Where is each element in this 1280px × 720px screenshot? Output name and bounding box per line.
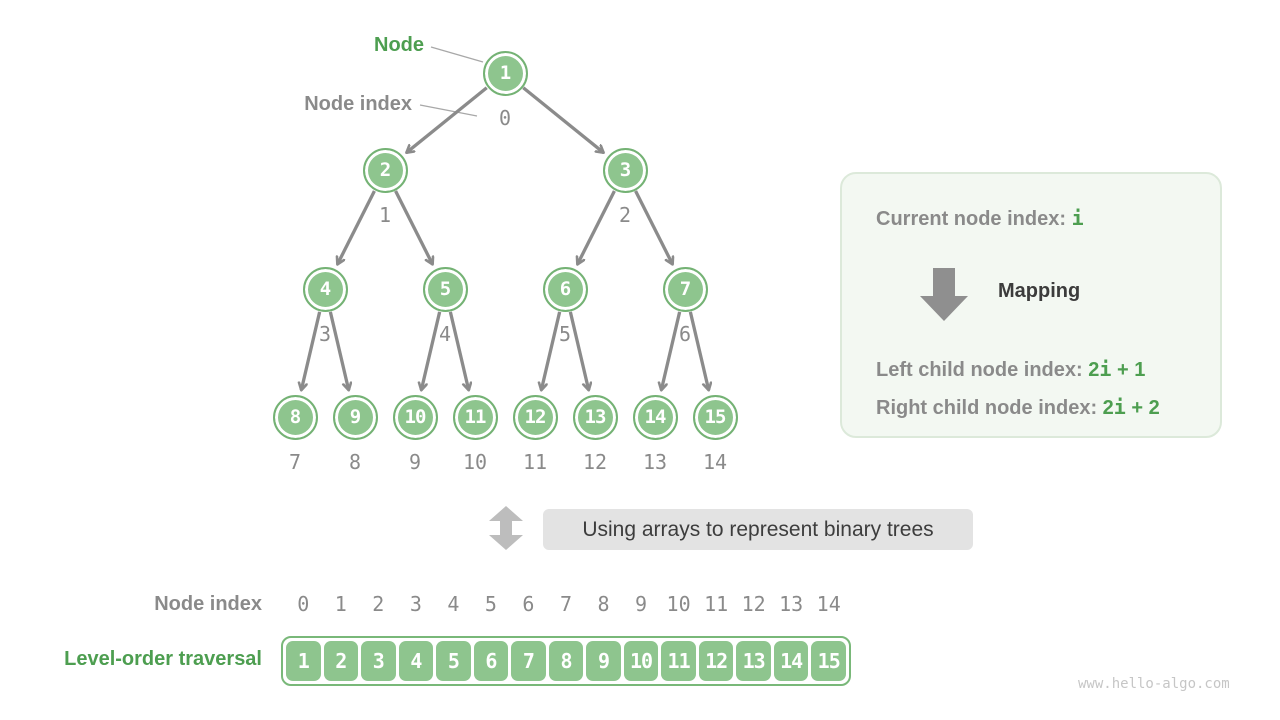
left-child-code: 2i + 1 bbox=[1088, 357, 1146, 381]
array-index-value: 6 bbox=[522, 592, 535, 616]
array-cell: 8 bbox=[548, 641, 584, 681]
tree-node-index-label: 5 bbox=[558, 322, 572, 346]
divider-caption: Using arrays to represent binary trees bbox=[543, 509, 973, 550]
array-cell: 2 bbox=[323, 641, 359, 681]
tree-edge bbox=[541, 311, 562, 390]
tree-edge bbox=[301, 311, 322, 390]
array-index-value: 2 bbox=[372, 592, 385, 616]
current-node-index-line: Current node index: i bbox=[876, 206, 1084, 230]
array-cell: 9 bbox=[586, 641, 621, 681]
tree-edge bbox=[406, 86, 488, 153]
tree-node-index-label: 8 bbox=[348, 450, 362, 474]
array-index-value: 4 bbox=[447, 592, 460, 616]
tree-edge bbox=[577, 190, 616, 264]
array-cell: 4 bbox=[398, 641, 434, 681]
tree-node-index-label: 0 bbox=[498, 106, 512, 130]
mapping-arrow-icon bbox=[933, 268, 955, 296]
array-index-value: 5 bbox=[484, 592, 497, 616]
node-label-leader-line bbox=[430, 46, 484, 63]
tree-node-index-label: 1 bbox=[378, 203, 392, 227]
tree-node: 7 bbox=[662, 266, 708, 312]
tree-edge bbox=[634, 190, 673, 264]
tree-node-index-label: 7 bbox=[288, 450, 302, 474]
tree-node: 15 bbox=[692, 394, 738, 440]
tree-node-index-label: 2 bbox=[618, 203, 632, 227]
tree-node: 8 bbox=[272, 394, 318, 440]
array-cell: 7 bbox=[511, 641, 546, 681]
array-index-value: 10 bbox=[666, 592, 691, 616]
array-index-value: 8 bbox=[597, 592, 610, 616]
array-cell: 13 bbox=[736, 641, 771, 681]
tree-node-index-label: 11 bbox=[522, 450, 548, 474]
node-callout-label: Node bbox=[374, 34, 424, 56]
tree-node-index-label: 3 bbox=[318, 322, 332, 346]
node-index-leader-line bbox=[419, 104, 478, 117]
array-index-value: 0 bbox=[297, 592, 310, 616]
tree-node-index-label: 6 bbox=[678, 322, 692, 346]
right-child-index-line: Right child node index: 2i + 2 bbox=[876, 395, 1160, 419]
array-cell: 11 bbox=[661, 641, 696, 681]
array-index-value: 1 bbox=[334, 592, 347, 616]
tree-node: 6 bbox=[542, 266, 588, 312]
tree-node: 2 bbox=[362, 147, 408, 193]
tree-node: 10 bbox=[392, 394, 438, 440]
left-child-index-line: Left child node index: 2i + 1 bbox=[876, 357, 1146, 381]
current-index-code: i bbox=[1071, 206, 1084, 230]
tree-edge bbox=[688, 311, 708, 390]
tree-edge bbox=[421, 311, 442, 390]
tree-node: 14 bbox=[632, 394, 678, 440]
array-cell: 1 bbox=[286, 641, 321, 681]
tree-node-index-label: 4 bbox=[438, 322, 452, 346]
tree-node-index-label: 9 bbox=[408, 450, 422, 474]
tree-node: 9 bbox=[332, 394, 378, 440]
array-index-value: 13 bbox=[779, 592, 804, 616]
tree-node: 13 bbox=[572, 394, 618, 440]
tree-edge bbox=[448, 311, 468, 390]
array-cell: 14 bbox=[773, 641, 809, 681]
mapping-label: Mapping bbox=[998, 280, 1081, 302]
array-cell: 12 bbox=[698, 641, 734, 681]
array-index-value: 3 bbox=[409, 592, 422, 616]
watermark: www.hello-algo.com bbox=[1078, 676, 1230, 692]
tree-edge bbox=[568, 311, 588, 390]
array-cell: 6 bbox=[473, 641, 509, 681]
tree-node: 4 bbox=[302, 266, 348, 312]
array-cell: 3 bbox=[361, 641, 396, 681]
tree-node: 3 bbox=[602, 147, 648, 193]
arrow-down-head bbox=[489, 535, 523, 550]
right-child-code: 2i + 2 bbox=[1102, 395, 1160, 419]
array-index-value: 14 bbox=[816, 592, 841, 616]
arrow-up-head bbox=[489, 506, 523, 521]
node-index-callout-label: Node index bbox=[304, 93, 412, 115]
tree-edge bbox=[522, 86, 603, 153]
tree-node-index-label: 13 bbox=[642, 450, 668, 474]
array-index-value: 9 bbox=[635, 592, 648, 616]
array-index-value: 7 bbox=[559, 592, 572, 616]
tree-edge bbox=[394, 190, 433, 264]
tree-edge bbox=[328, 311, 348, 390]
tree-node: 1 bbox=[482, 50, 528, 96]
mapping-arrow-head bbox=[920, 296, 968, 321]
tree-node-index-label: 14 bbox=[702, 450, 728, 474]
array-index-value: 11 bbox=[704, 592, 729, 616]
tree-node: 5 bbox=[422, 266, 468, 312]
tree-edge bbox=[661, 311, 682, 390]
arrow-shaft bbox=[500, 521, 512, 535]
up-down-arrow-icon bbox=[489, 506, 523, 550]
array-cell: 5 bbox=[436, 641, 471, 681]
level-order-traversal-label: Level-order traversal bbox=[64, 648, 262, 670]
array-cell: 15 bbox=[811, 641, 846, 681]
tree-node-index-label: 10 bbox=[462, 450, 488, 474]
tree-node: 11 bbox=[452, 394, 498, 440]
tree-edge bbox=[337, 190, 376, 264]
array-index-value: 12 bbox=[741, 592, 766, 616]
index-mapping-panel: Current node index: i Mapping Left child… bbox=[840, 172, 1222, 438]
tree-edge-group bbox=[301, 86, 708, 390]
tree-node: 12 bbox=[512, 394, 558, 440]
bottom-node-index-label: Node index bbox=[154, 593, 262, 615]
tree-node-index-label: 12 bbox=[582, 450, 608, 474]
array-cell: 10 bbox=[623, 641, 659, 681]
